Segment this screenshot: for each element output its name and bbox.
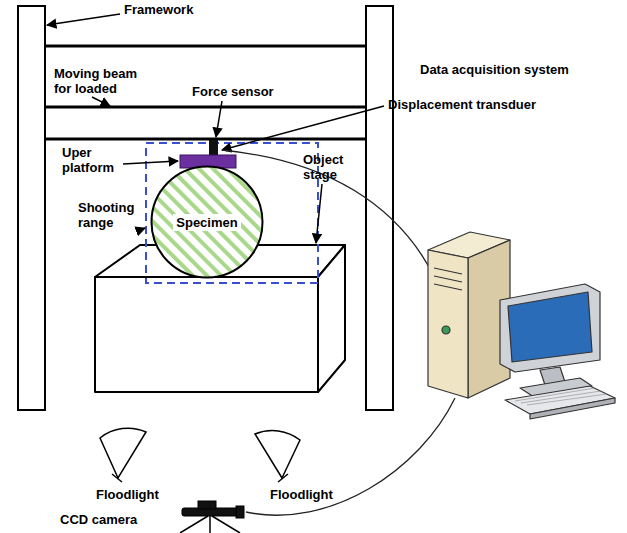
computer <box>428 232 615 419</box>
camera-label: CCD camera <box>60 512 170 527</box>
floodlight-right <box>255 431 300 482</box>
stage-label: Object stage <box>303 152 361 182</box>
specimen-circle: Specimen <box>150 165 264 279</box>
key-row <box>515 388 595 401</box>
specimen-disc <box>152 167 263 278</box>
force-sensor <box>209 140 218 155</box>
sensor-label: Force sensor <box>192 84 302 99</box>
keyboard-keys <box>515 388 607 405</box>
key-row <box>521 391 601 403</box>
key-row <box>527 394 607 405</box>
framework-label: Framework <box>124 2 244 17</box>
framework <box>18 6 393 410</box>
node-text: Specimen <box>173 214 240 231</box>
moving-beam <box>45 107 366 139</box>
transducer-label: Displacement transduer <box>388 97 588 112</box>
range-label: Shooting range <box>78 200 144 230</box>
floodlight-label: Floodlight <box>96 487 186 502</box>
acquisition-label: Data acquisition system <box>420 62 620 77</box>
beam-label: Moving beam for loaded <box>54 66 148 96</box>
platform-label: Uper platform <box>62 145 126 175</box>
floodlight-label: Floodlight <box>270 487 360 502</box>
ccd-camera <box>180 501 244 533</box>
floodlight-left <box>100 428 146 482</box>
